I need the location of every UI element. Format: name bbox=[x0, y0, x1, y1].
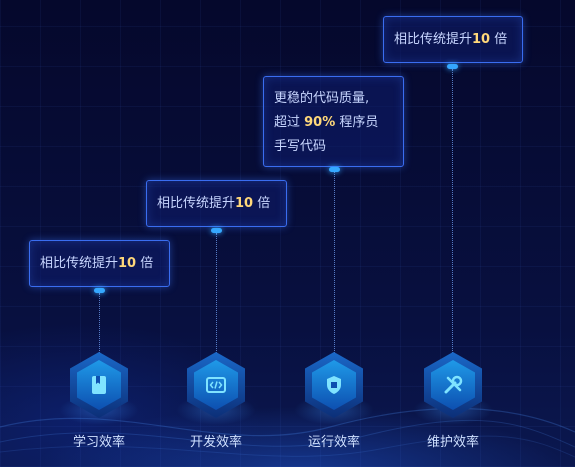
connector-dot bbox=[329, 167, 340, 172]
maintenance-hex bbox=[424, 352, 482, 418]
label-learning: 学习效率 bbox=[72, 435, 125, 450]
label-development: 开发效率 bbox=[189, 435, 242, 450]
connector-dot bbox=[211, 228, 222, 233]
connector-dot bbox=[94, 288, 105, 293]
connector-line bbox=[99, 293, 100, 355]
book-icon bbox=[92, 376, 106, 394]
callout-line: 相比传统提升10 倍 bbox=[394, 32, 508, 47]
callout-line: 相比传统提升10 倍 bbox=[40, 256, 154, 271]
background-wave bbox=[0, 407, 575, 458]
callout-line: 相比传统提升10 倍 bbox=[157, 196, 271, 211]
callout-learning: 相比传统提升10 倍 bbox=[29, 240, 170, 287]
learning-hex bbox=[70, 352, 128, 418]
development-hex bbox=[187, 352, 245, 418]
callout-development: 相比传统提升10 倍 bbox=[146, 180, 287, 227]
connector-line bbox=[452, 69, 453, 355]
label-runtime: 运行效率 bbox=[307, 435, 360, 450]
runtime-hex bbox=[305, 352, 363, 418]
label-maintenance: 维护效率 bbox=[426, 435, 479, 450]
connector-line bbox=[216, 233, 217, 355]
callout-runtime: 更稳的代码质量, 超过 90% 程序员 手写代码 bbox=[263, 76, 404, 167]
tools-icon bbox=[444, 375, 463, 394]
callout-line: 手写代码 bbox=[274, 139, 327, 154]
connector-line bbox=[334, 172, 335, 355]
callout-line: 超过 90% 程序员 bbox=[274, 115, 379, 130]
shield-icon bbox=[327, 376, 341, 394]
code-icon bbox=[206, 377, 226, 393]
callout-line: 更稳的代码质量, bbox=[274, 91, 370, 106]
callout-maintenance: 相比传统提升10 倍 bbox=[383, 16, 523, 63]
connector-dot bbox=[447, 64, 458, 69]
